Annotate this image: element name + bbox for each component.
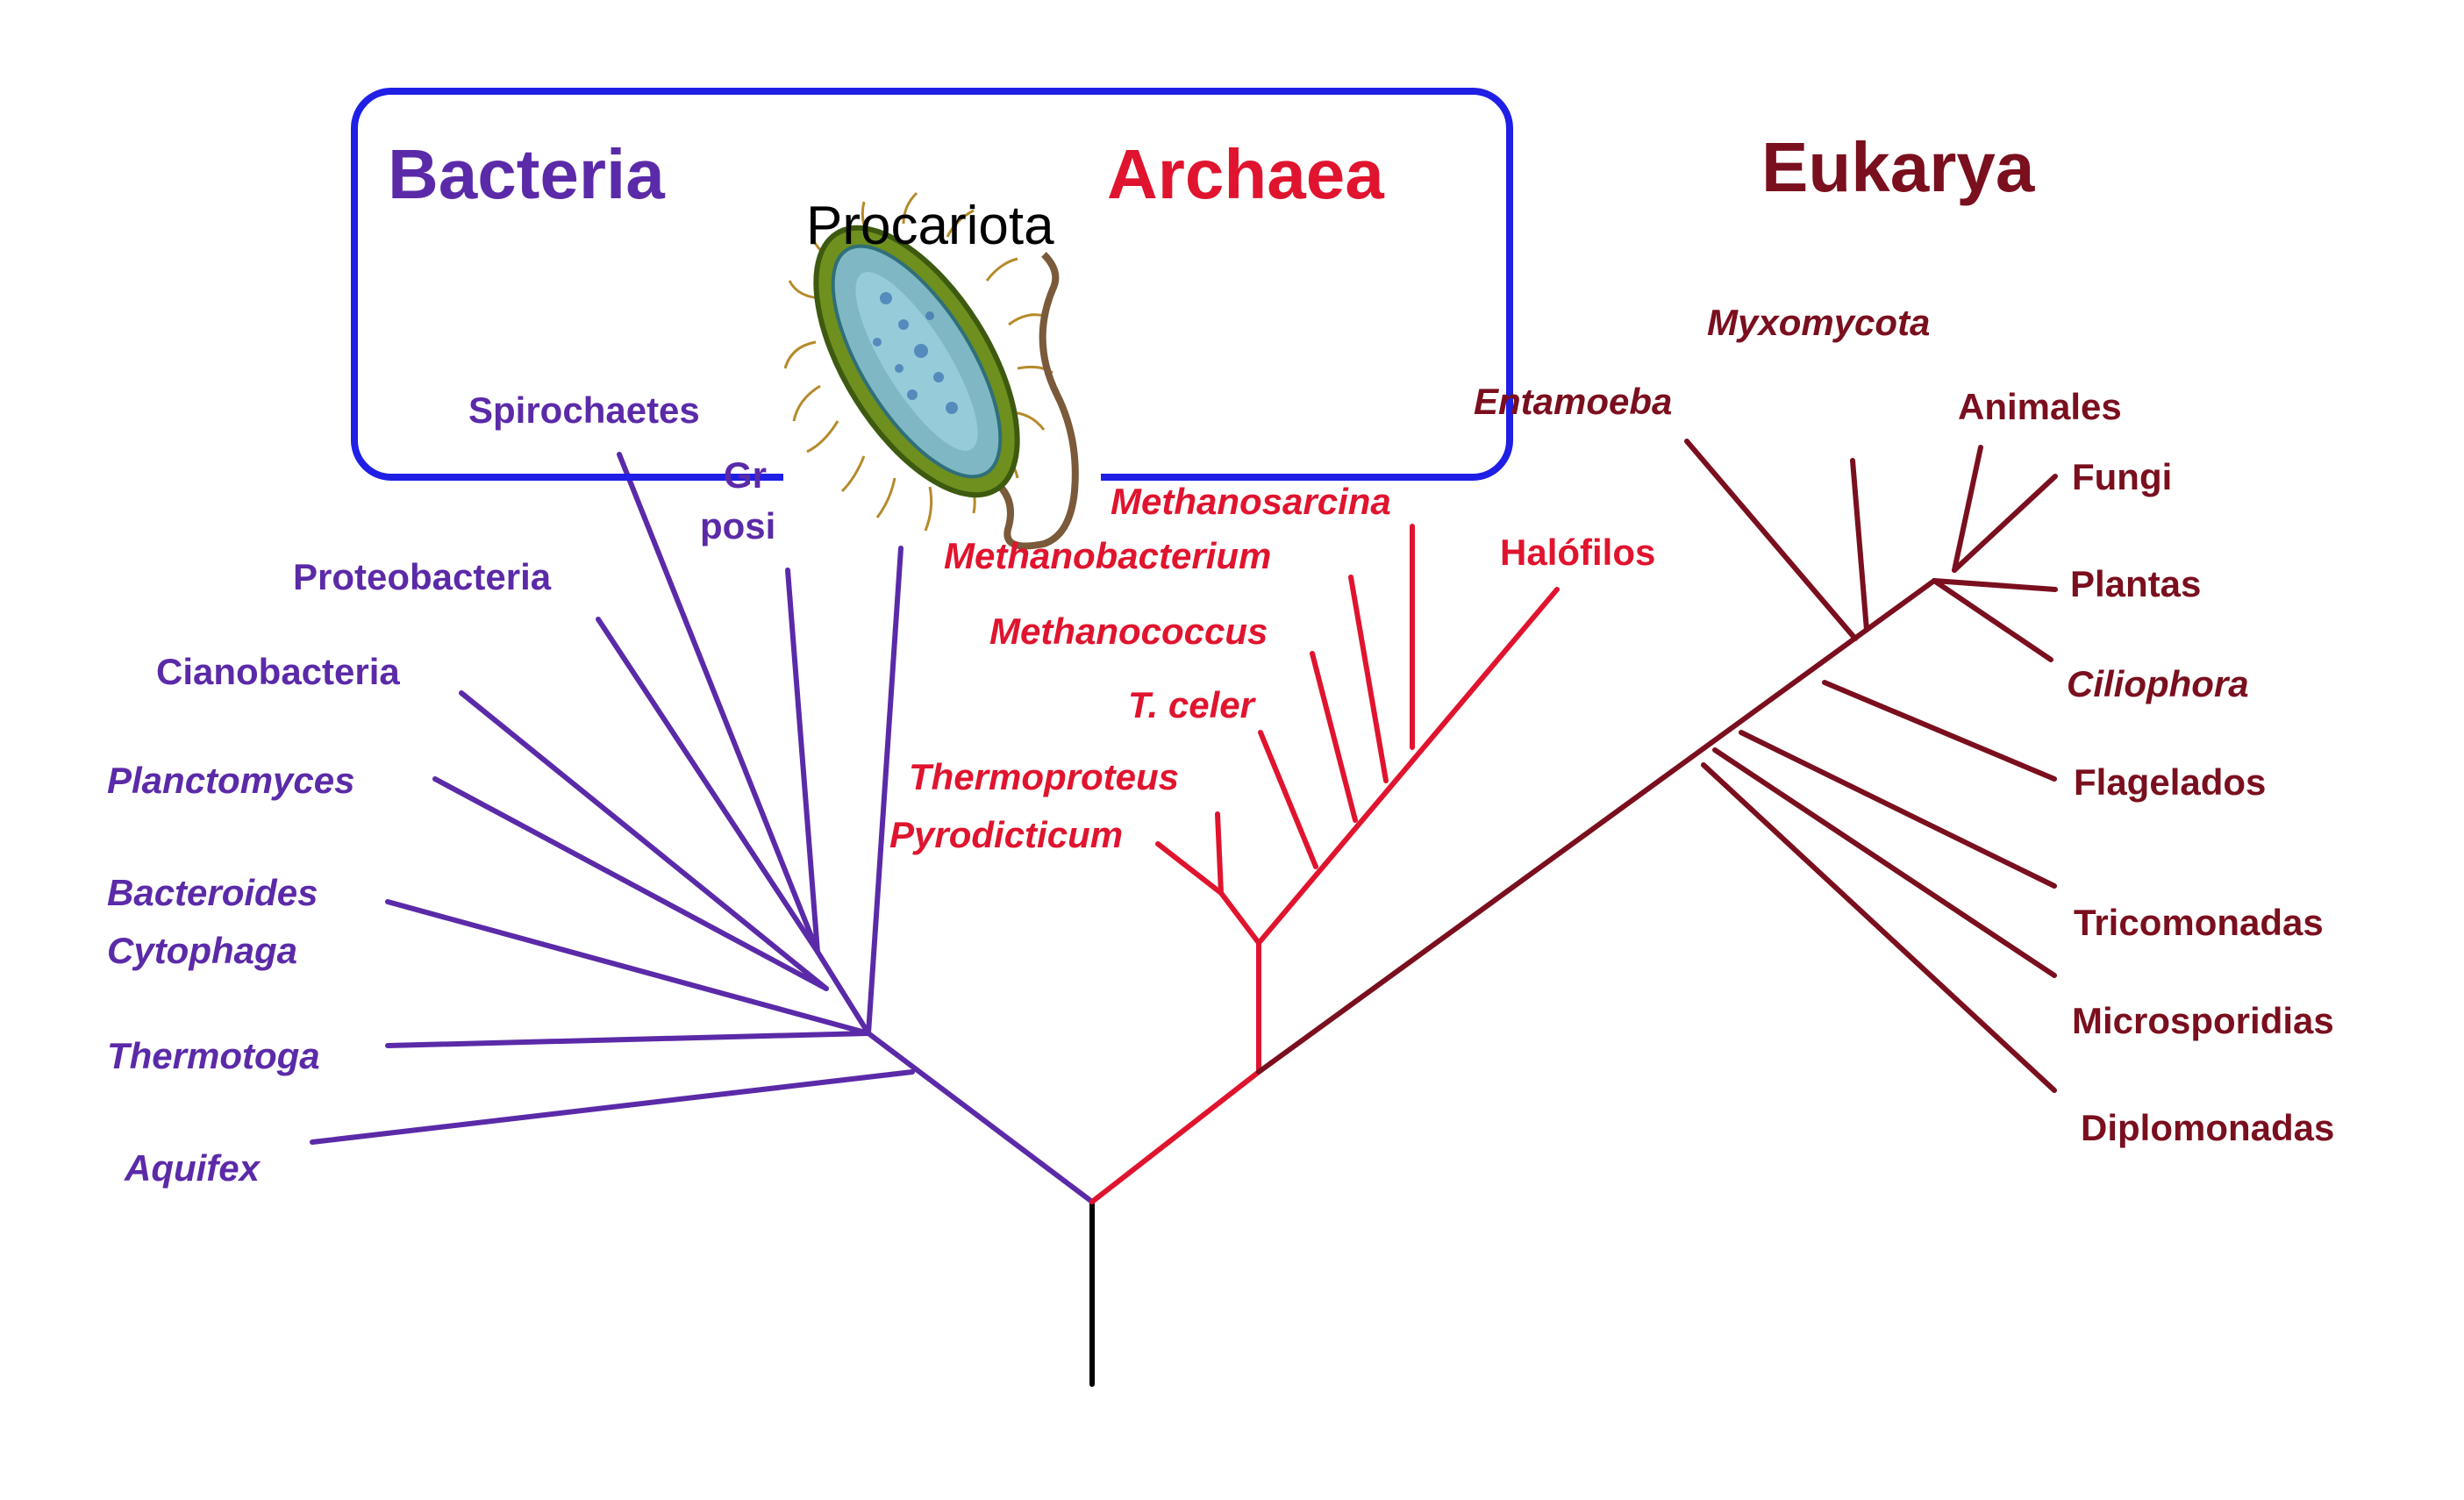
taxon-flagelados: Flagelados [2074, 761, 2266, 803]
taxon-microsporidias: Microsporidias [2072, 1000, 2334, 1041]
eukarya-branches [1259, 441, 2055, 1090]
domain-title-eukarya: Eukarya [1761, 128, 2035, 206]
bacteria-labels: Spirochaetes Gr posi Proteobacteria Cian… [107, 389, 775, 1189]
taxon-pyrodicticum: Pyrodicticum [889, 814, 1123, 855]
taxon-thermotoga: Thermotoga [107, 1035, 320, 1076]
taxon-t-celer: T. celer [1128, 684, 1257, 725]
taxon-animales: Animales [1958, 386, 2122, 427]
taxon-thermoproteus: Thermoproteus [909, 756, 1179, 797]
taxon-methanosarcina: Methanosarcina [1111, 481, 1391, 522]
taxon-plantas: Plantas [2070, 563, 2201, 604]
taxon-diplomonadas: Diplomonadas [2081, 1107, 2334, 1148]
taxon-tricomonadas: Tricomonadas [2074, 902, 2324, 943]
taxon-gram-positive-line2: posi [700, 505, 775, 546]
taxon-bacteroides: Bacteroides [107, 872, 318, 913]
domain-title-bacteria: Bacteria [388, 135, 665, 213]
taxon-cytophaga: Cytophaga [107, 930, 297, 971]
taxon-proteobacteria: Proteobacteria [293, 556, 552, 597]
taxon-entamoeba: Entamoeba [1474, 381, 1672, 422]
procariota-label: Procariota [806, 196, 1054, 256]
archaea-labels: Methanosarcina Methanobacterium Methanoc… [889, 481, 1655, 855]
taxon-gram-positive-line1: Gr [724, 454, 767, 496]
taxon-halofilos: Halófilos [1500, 532, 1655, 573]
taxon-methanococcus: Methanococcus [989, 611, 1268, 652]
domain-title-archaea: Archaea [1107, 135, 1384, 213]
taxon-ciliophora: Ciliophora [2067, 663, 2249, 704]
taxon-methanobacterium: Methanobacterium [944, 535, 1271, 576]
taxon-fungi: Fungi [2072, 456, 2172, 497]
taxon-cianobacteria: Cianobacteria [156, 651, 400, 692]
eukarya-labels: Myxomycota Entamoeba Animales Fungi Plan… [1474, 302, 2334, 1148]
taxon-myxomycota: Myxomycota [1707, 302, 1930, 343]
taxon-planctomyces: Planctomyces [107, 760, 354, 801]
taxon-aquifex: Aquifex [124, 1147, 261, 1189]
taxon-spirochaetes: Spirochaetes [468, 389, 700, 431]
